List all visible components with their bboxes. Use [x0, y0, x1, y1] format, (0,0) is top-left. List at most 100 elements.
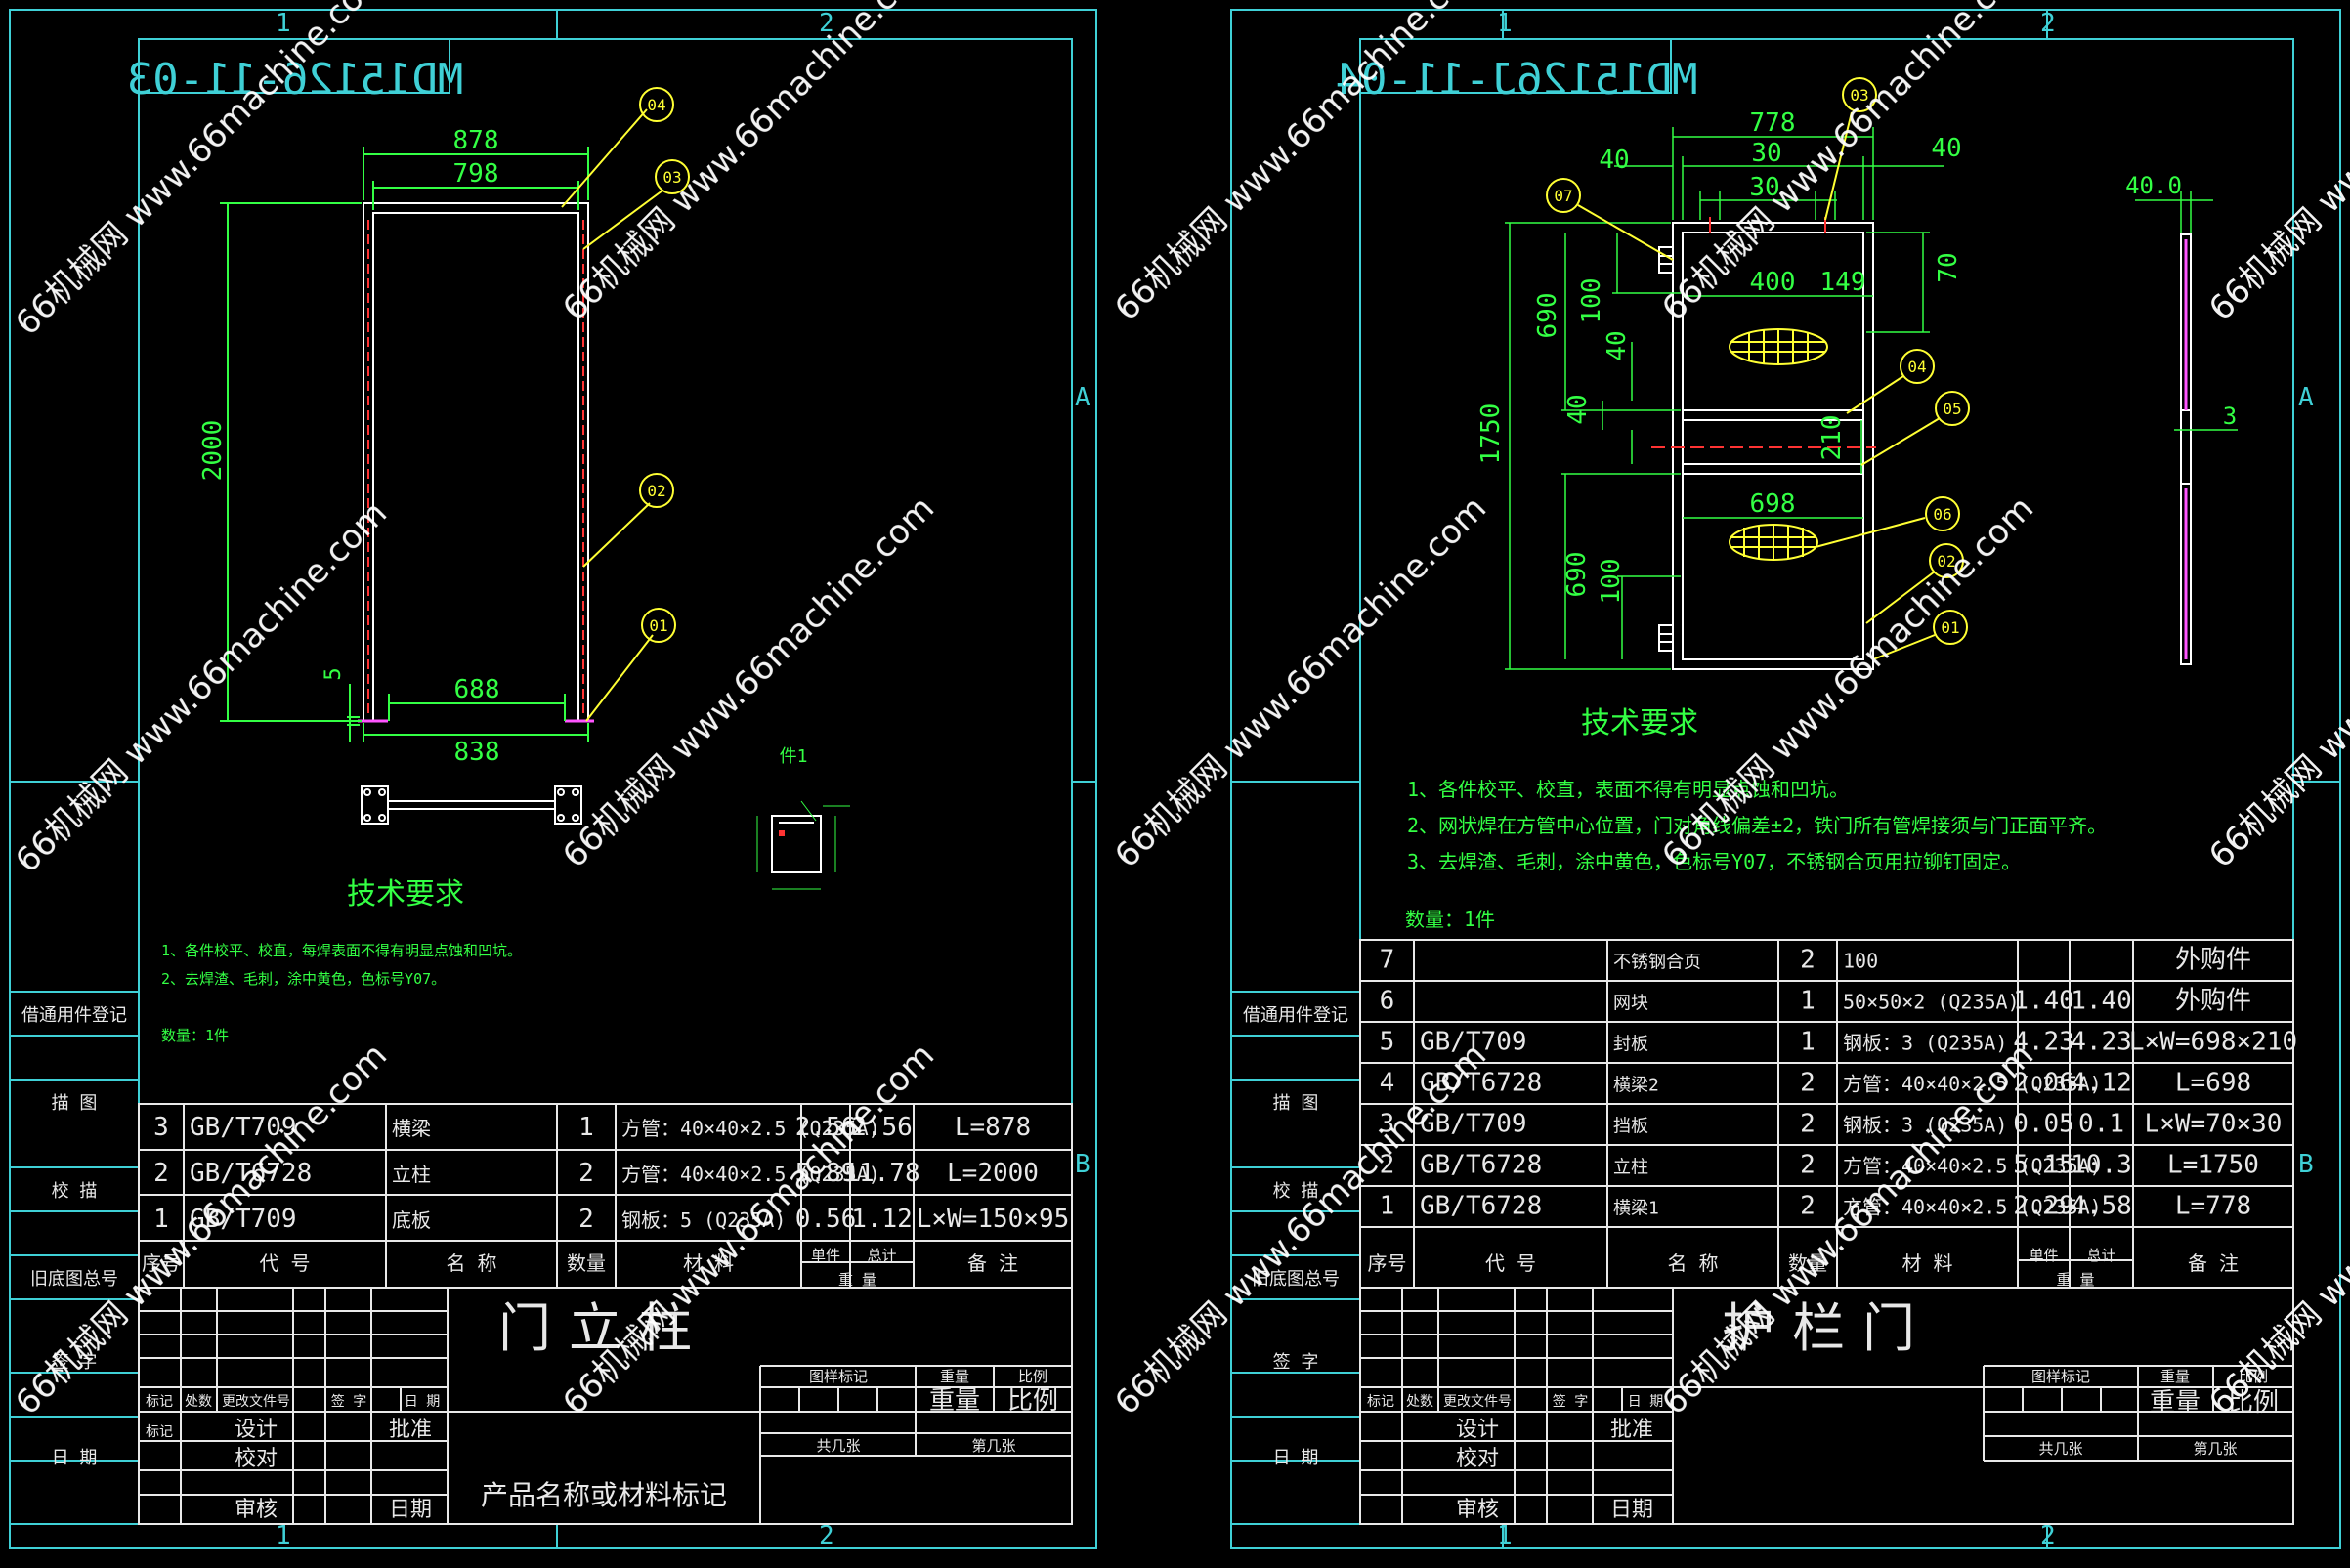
left-weight-small: 重量 [940, 1368, 969, 1385]
left-scale-small: 比例 [1018, 1368, 1047, 1385]
right-bom-cell: 2 [1800, 1192, 1816, 1221]
right-balloon-03: 03 [1850, 86, 1868, 105]
left-zone-1-top: 1 [276, 9, 291, 38]
right-bom-cell: 钢板：3 (Q235A) [1843, 1032, 2007, 1055]
right-bom-cell: 50×50×2 (Q235A) [1843, 991, 2020, 1014]
right-bom-header-cell: 总计 [2086, 1247, 2115, 1264]
right-bom-header-cell: 单件 [2029, 1247, 2058, 1264]
left-role-review: 审核 [235, 1498, 278, 1522]
right-bom-header-cell: 序号 [1368, 1251, 1407, 1275]
right-scale-big: 比例 [2228, 1388, 2279, 1418]
right-role-check: 校对 [1456, 1447, 1499, 1471]
right-bom-weight-label: 重 量 [2056, 1271, 2094, 1289]
right-bom-cell: 4.23 [2013, 1028, 2074, 1057]
watermark-2: 66机械网 www.66machine.com [555, 0, 942, 328]
watermark-3: 66机械网 www.66machine.com [8, 493, 395, 880]
right-bom-cell: GB/T709 [1420, 1110, 1527, 1139]
right-zone-b: B [2298, 1150, 2314, 1179]
left-drawing-code: MD15126-11-03 [127, 38, 463, 105]
left-balloon-01: 01 [649, 616, 667, 635]
right-side-1: 借通用件登记 [1243, 1005, 1348, 1026]
right-bom-cell: 钢板：3 (Q235A) [1843, 1114, 2007, 1137]
left-zone-a: A [1075, 383, 1090, 412]
right-mesh-upper [1729, 328, 1828, 365]
right-dim-690a: 690 [1533, 293, 1562, 339]
right-bom-cell: 6 [1380, 987, 1395, 1016]
left-bom-cell: 5.89 [795, 1159, 857, 1188]
right-bom-cell: 1 [1800, 987, 1816, 1016]
right-sheet-total: 共几张 [2038, 1440, 2082, 1458]
right-title-block: 标记 处数 更改文件号 签 字 日 期 设计 校对 批准 审核 日期 护栏门 图… [1359, 1287, 2294, 1525]
right-dim-40c: 40 [1602, 330, 1632, 360]
left-bom-header-cell: 材 料 [683, 1251, 734, 1275]
right-tech-title: 技术要求 [1581, 706, 1698, 741]
watermark-1: 66机械网 www.66machine.com [8, 0, 395, 343]
right-bom-cell: 2 [1800, 1069, 1816, 1098]
right-balloon-02: 02 [1937, 552, 1955, 571]
left-role-design: 设计 [235, 1418, 278, 1442]
left-sheet-num: 第几张 [971, 1437, 1015, 1455]
right-bom-header: 序号代 号名 称数量材 料单件总计备 注重 量 [1368, 1247, 2240, 1289]
right-zone-1-bottom: 1 [1497, 1521, 1513, 1550]
left-sig-4: 签 字 [331, 1393, 366, 1410]
right-dim-690b: 690 [1562, 552, 1592, 598]
right-bom-cell: 3 [1380, 1110, 1395, 1139]
left-material-note: 产品名称或材料标记 [481, 1479, 727, 1511]
right-dim-40-0: 40.0 [2125, 172, 2182, 199]
right-bom-cell: 10.3 [2071, 1151, 2132, 1180]
left-scale-big: 比例 [1007, 1386, 1058, 1416]
right-bom-header-cell: 材 料 [1901, 1251, 1952, 1275]
right-bom-cell: 5 [1380, 1028, 1395, 1057]
left-bom-cell: 11.78 [843, 1159, 919, 1188]
right-side-5: 签 字 [1273, 1352, 1319, 1373]
right-dim-70: 70 [1934, 252, 1963, 282]
left-role-check: 校对 [235, 1447, 278, 1471]
right-drawing-mark: 图样标记 [2031, 1368, 2090, 1385]
right-scale-small: 比例 [2239, 1368, 2268, 1385]
left-balloon-03: 03 [662, 168, 681, 187]
right-role-approve: 批准 [1610, 1418, 1653, 1442]
left-bom-cell: 2.56 [795, 1113, 857, 1142]
right-bom-cell: 1.40 [2013, 987, 2074, 1016]
right-dim-40d: 40 [1563, 394, 1593, 424]
left-side-5: 签 字 [52, 1352, 98, 1373]
right-zone-1-top: 1 [1497, 9, 1513, 38]
right-tech-line-1: 1、各件校平、校直，表面不得有明显点蚀和凹坑。 [1407, 778, 1849, 801]
right-bom-cell: GB/T6728 [1420, 1069, 1542, 1098]
left-bom-header-cell: 序号 [142, 1251, 181, 1275]
left-dim-688: 688 [454, 675, 500, 704]
right-drawing-code: MD15126J-11-04 [1336, 38, 1697, 105]
right-role-review: 审核 [1456, 1498, 1499, 1522]
watermark-9: 66机械网 www.66machine.com [2201, 0, 2350, 328]
left-sig-2: 处数 [185, 1394, 212, 1410]
right-bom-cell: GB/T6728 [1420, 1192, 1542, 1221]
left-bom-cell: 1 [578, 1113, 594, 1142]
left-bom-cell: 方管：40×40×2.5 (Q235A) [621, 1117, 880, 1140]
right-zone-a: A [2298, 383, 2314, 412]
right-zone-labels: 1 2 1 2 A B [1497, 9, 2314, 1550]
right-dim-30a: 30 [1751, 139, 1781, 168]
right-bom-cell: 方管：40×40×2.5 (Q235A) [1843, 1073, 2102, 1096]
left-side-2: 描 图 [52, 1093, 98, 1114]
left-bom-cell: L×W=150×95 [917, 1205, 1070, 1234]
left-role-date: 日期 [389, 1498, 432, 1522]
right-bom-cell: 1.40 [2071, 987, 2132, 1016]
right-side-2: 描 图 [1273, 1093, 1319, 1114]
right-bom-cell: 7 [1380, 946, 1395, 975]
watermark-12: 66机械网 www.66machine.com [2201, 488, 2350, 875]
right-dim-210: 210 [1817, 415, 1847, 461]
left-side-1: 借通用件登记 [21, 1005, 127, 1026]
left-bom-header: 序号代 号名 称数量材 料单件总计备 注重 量 [142, 1247, 1018, 1289]
right-bom-header-cell: 名 称 [1667, 1251, 1718, 1275]
left-bom-cell: 横梁 [392, 1117, 431, 1140]
right-side-3: 校 描 [1273, 1181, 1319, 1202]
right-tech-line-3: 3、去焊渣、毛刺，涂中黄色，色标号Y07，不锈钢合页用拉铆钉固定。 [1407, 850, 2021, 873]
right-bom-cell: L=1750 [2167, 1151, 2259, 1180]
watermark-4: 66机械网 www.66machine.com [555, 488, 942, 875]
right-bom-cell: 4.12 [2071, 1069, 2132, 1098]
left-bom-cell: 方管：40×40×2.5 (Q235A) [621, 1163, 880, 1186]
right-balloon-05: 05 [1943, 400, 1961, 418]
left-bom-header-cell: 数量 [567, 1251, 606, 1275]
left-bom-cell: L=878 [955, 1113, 1031, 1142]
left-door-post-view: 878 798 2000 5 688 838 04 03 02 01 [198, 87, 850, 890]
